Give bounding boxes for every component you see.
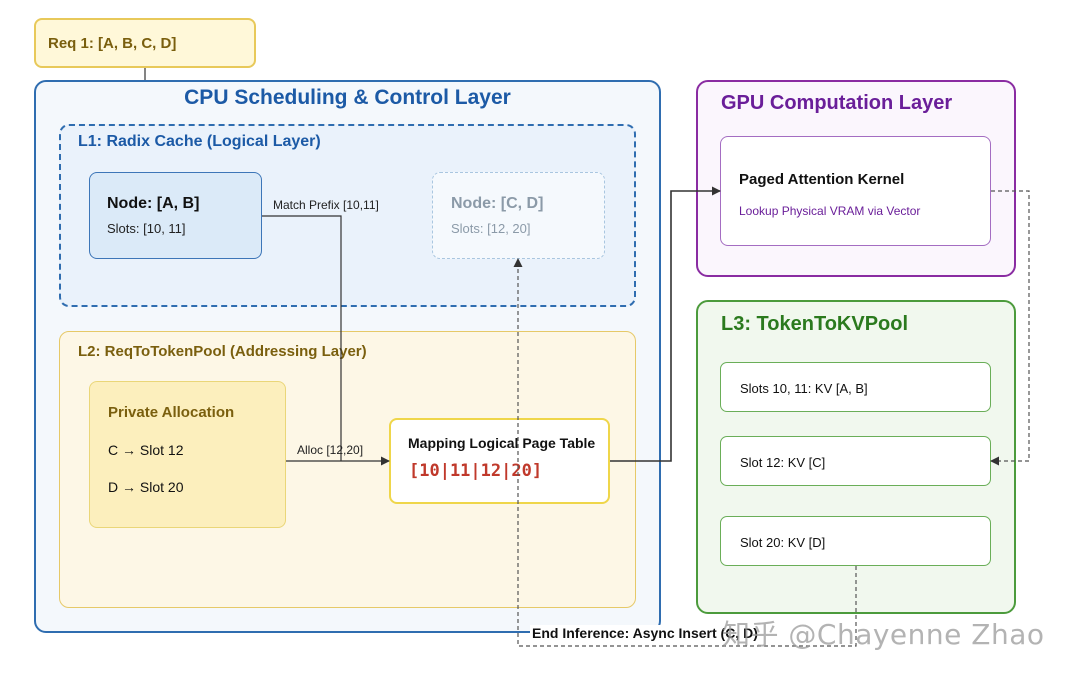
private-allocation-line-c: C → Slot 12 [108,442,184,458]
cpu-layer-title: CPU Scheduling & Control Layer [184,86,511,109]
kernel-subtitle: Lookup Physical VRAM via Vector [739,204,921,218]
match-prefix-label: Match Prefix [10,11] [273,198,379,212]
kv-slot-label: Slots 10, 11: KV [A, B] [740,381,868,396]
private-allocation-line-d: D → Slot 20 [108,479,184,495]
private-allocation-title: Private Allocation [108,404,235,421]
node-cd-slots: Slots: [12, 20] [451,221,531,236]
request-box: Req 1: [A, B, C, D] [34,18,256,68]
node-ab-box [89,172,262,259]
node-cd-title: Node: [C, D] [451,195,544,212]
paged-attention-kernel-box [720,136,991,246]
kernel-title: Paged Attention Kernel [739,171,905,188]
kv-slot-label: Slot 12: KV [C] [740,455,826,470]
l2-title: L2: ReqToTokenPool (Addressing Layer) [78,343,367,360]
private-allocation-box [89,381,286,528]
watermark: 知乎 @Chayenne Zhao [722,618,1045,651]
mapping-table-array: [10|11|12|20] [409,461,543,481]
kv-slot-label: Slot 20: KV [D] [740,535,826,550]
end-inference-label: End Inference: Async Insert (C, D) [530,625,760,641]
node-cd-box [432,172,605,259]
mapping-table-title: Mapping Logical Page Table [408,435,596,451]
gpu-layer-title: GPU Computation Layer [721,92,953,114]
l3-title: L3: TokenToKVPool [721,313,909,335]
alloc-label: Alloc [12,20] [297,443,364,457]
node-ab-title: Node: [A, B] [107,195,200,212]
node-ab-slots: Slots: [10, 11] [107,221,186,236]
l1-title: L1: Radix Cache (Logical Layer) [78,133,321,150]
request-label: Req 1: [A, B, C, D] [48,35,177,52]
